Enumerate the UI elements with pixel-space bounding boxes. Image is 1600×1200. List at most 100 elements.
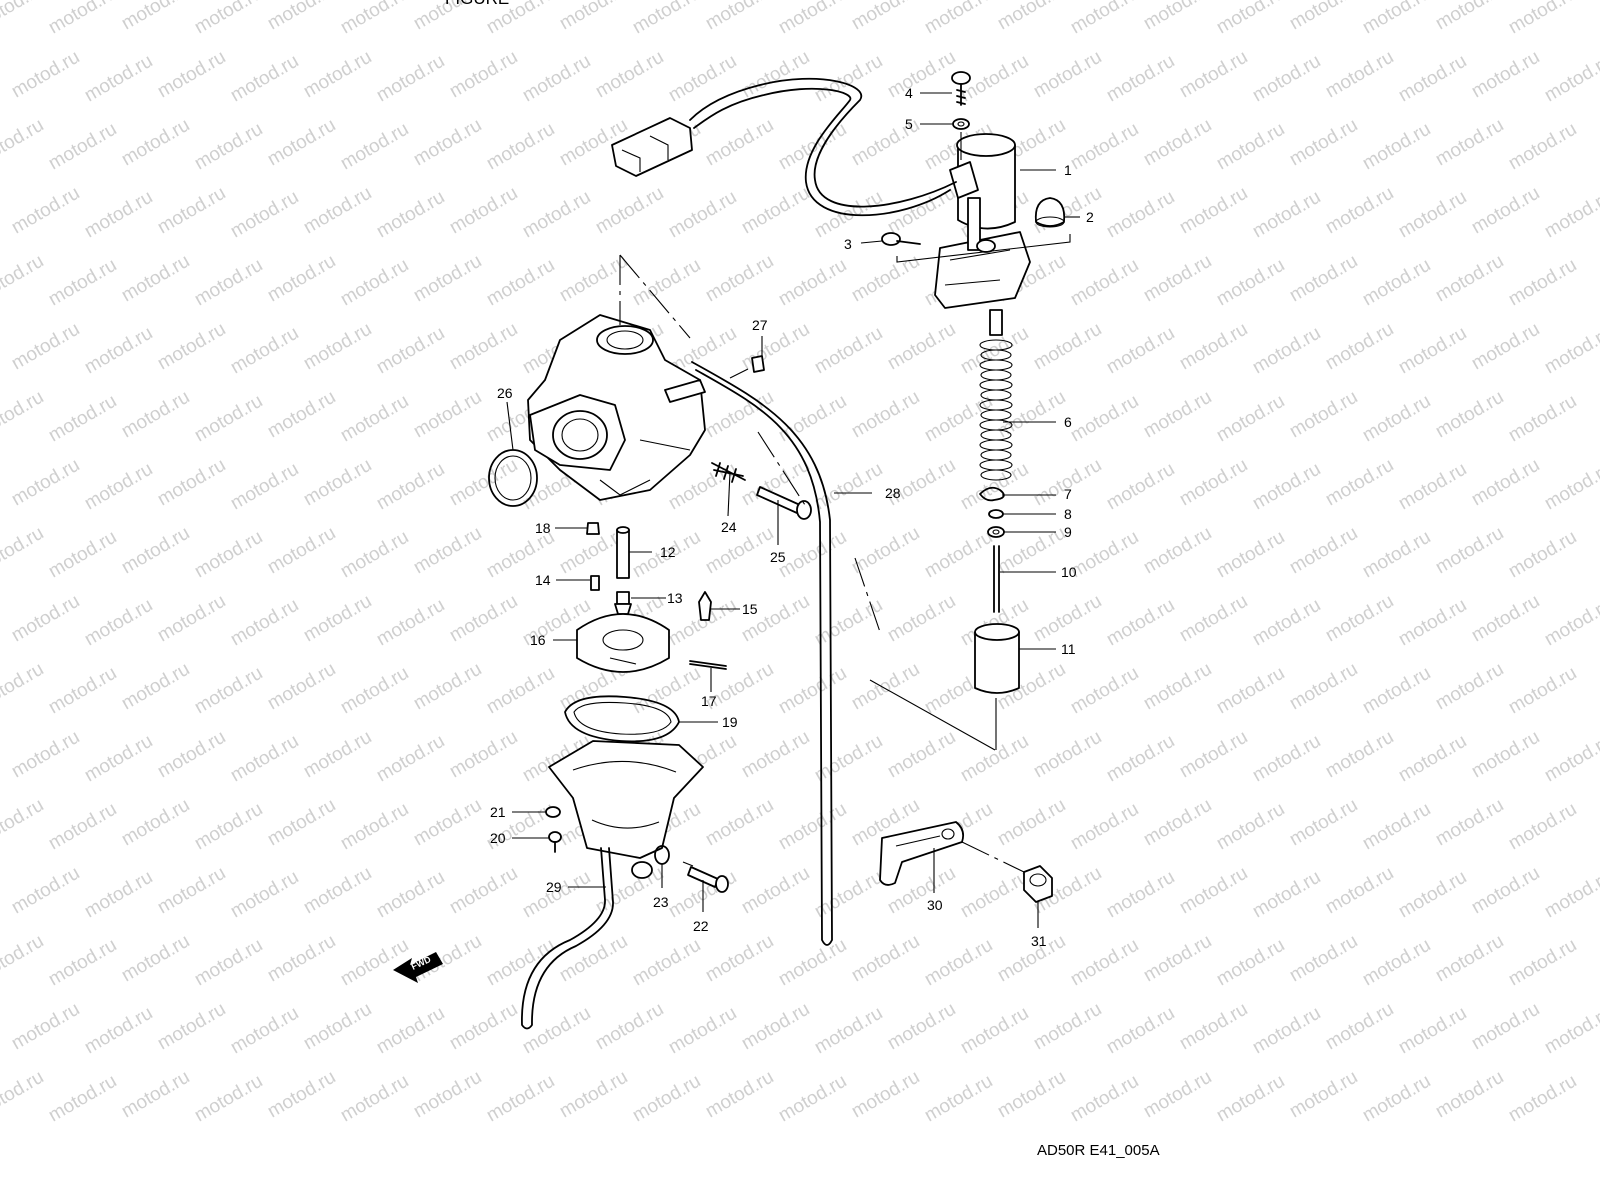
watermark-text: motod.ru xyxy=(592,183,667,239)
watermark-text: motod.ru xyxy=(373,1003,448,1059)
watermark-text: motod.ru xyxy=(1176,183,1251,239)
watermark-text: motod.ru xyxy=(1432,115,1507,171)
plunger-rod xyxy=(989,309,1003,336)
watermark-text: motod.ru xyxy=(1213,663,1288,719)
watermark-text: motod.ru xyxy=(227,187,302,243)
callout-7: 7 xyxy=(1064,486,1072,502)
watermark-text: motod.ru xyxy=(337,663,412,719)
watermark-text: motod.ru xyxy=(227,323,302,379)
watermark-text: motod.ru xyxy=(1286,0,1361,34)
watermark-text: motod.ru xyxy=(1505,1071,1580,1127)
callout-5: 5 xyxy=(905,116,913,132)
watermark-text: motod.ru xyxy=(775,1071,850,1127)
watermark-text: motod.ru xyxy=(519,51,594,107)
spring-coil xyxy=(980,469,1012,481)
watermark-text: motod.ru xyxy=(0,1067,47,1123)
watermark-text: motod.ru xyxy=(81,459,156,515)
watermark-text: motod.ru xyxy=(1395,51,1470,107)
watermark-text: motod.ru xyxy=(1432,659,1507,715)
watermark-text: motod.ru xyxy=(300,999,375,1055)
watermark-text: motod.ru xyxy=(738,727,813,783)
watermark-text: motod.ru xyxy=(1468,455,1543,511)
float-part-16 xyxy=(576,613,670,673)
watermark-text: motod.ru xyxy=(300,455,375,511)
watermark-text: motod.ru xyxy=(884,319,959,375)
watermark-text: motod.ru xyxy=(1505,799,1580,855)
watermark-text: motod.ru xyxy=(1468,999,1543,1055)
callout-13: 13 xyxy=(667,590,683,606)
watermark-text: motod.ru xyxy=(702,931,777,987)
clip-part-7 xyxy=(979,486,1005,502)
watermark-text: motod.ru xyxy=(264,387,339,443)
callout-15: 15 xyxy=(742,601,758,617)
watermark-text: motod.ru xyxy=(446,183,521,239)
watermark-text: motod.ru xyxy=(0,931,47,987)
watermark-text: motod.ru xyxy=(848,387,923,443)
watermark-text: motod.ru xyxy=(1359,935,1434,991)
watermark-text: motod.ru xyxy=(1541,731,1600,787)
watermark-text: motod.ru xyxy=(337,119,412,175)
watermark-text: motod.ru xyxy=(1322,727,1397,783)
watermark-text: motod.ru xyxy=(118,659,193,715)
watermark-text: motod.ru xyxy=(0,251,47,307)
callout-12: 12 xyxy=(660,544,676,560)
watermark-text: motod.ru xyxy=(884,47,959,103)
watermark-text: motod.ru xyxy=(1468,591,1543,647)
watermark-text: motod.ru xyxy=(1322,863,1397,919)
watermark-text: motod.ru xyxy=(1286,387,1361,443)
watermark-text: motod.ru xyxy=(1140,115,1215,171)
watermark-text: motod.ru xyxy=(1067,1071,1142,1127)
watermark-text: motod.ru xyxy=(1249,595,1324,651)
spring-coil xyxy=(979,379,1013,391)
watermark-text: motod.ru xyxy=(410,115,485,171)
watermark-text: motod.ru xyxy=(629,0,704,38)
watermark-text: motod.ru xyxy=(1213,1071,1288,1127)
watermark-text: motod.ru xyxy=(848,659,923,715)
watermark-text: motod.ru xyxy=(1468,183,1543,239)
watermark-text: motod.ru xyxy=(191,663,266,719)
watermark-text: motod.ru xyxy=(191,255,266,311)
watermark-text: motod.ru xyxy=(957,459,1032,515)
watermark-text: motod.ru xyxy=(1505,0,1580,38)
watermark-text: motod.ru xyxy=(1176,319,1251,375)
watermark-layer: motod.rumotod.rumotod.rumotod.rumotod.ru… xyxy=(0,0,1600,1126)
watermark-text: motod.ru xyxy=(118,1067,193,1123)
screw-spring-part-24 xyxy=(711,462,746,483)
watermark-text: motod.ru xyxy=(957,1003,1032,1059)
watermark-text: motod.ru xyxy=(1505,119,1580,175)
watermark-text: motod.ru xyxy=(0,387,47,443)
watermark-text: motod.ru xyxy=(8,591,83,647)
watermark-text: motod.ru xyxy=(8,47,83,103)
watermark-text: motod.ru xyxy=(1286,115,1361,171)
watermark-text: motod.ru xyxy=(1067,391,1142,447)
watermark-text: motod.ru xyxy=(884,455,959,511)
watermark-text: motod.ru xyxy=(994,0,1069,34)
callout-24: 24 xyxy=(721,519,737,535)
watermark-text: motod.ru xyxy=(1213,935,1288,991)
watermark-text: motod.ru xyxy=(45,527,120,583)
watermark-text: motod.ru xyxy=(446,455,521,511)
watermark-text: motod.ru xyxy=(264,931,339,987)
watermark-text: motod.ru xyxy=(154,47,229,103)
float-pin-part-17 xyxy=(689,660,727,670)
float-chamber-bowl xyxy=(548,740,704,879)
watermark-text: motod.ru xyxy=(738,47,813,103)
watermark-text: motod.ru xyxy=(1541,867,1600,923)
watermark-text: motod.ru xyxy=(1286,931,1361,987)
watermark-text: motod.ru xyxy=(1103,1003,1178,1059)
watermark-text: motod.ru xyxy=(410,795,485,851)
washer-part-8 xyxy=(988,509,1004,519)
callout-8: 8 xyxy=(1064,506,1072,522)
callout-20: 20 xyxy=(490,830,506,846)
watermark-text: motod.ru xyxy=(848,251,923,307)
watermark-text: motod.ru xyxy=(1468,319,1543,375)
watermark-text: motod.ru xyxy=(227,459,302,515)
callouts: 1 2 3 4 5 6 7 8 9 10 11 12 13 14 15 16 1… xyxy=(490,85,1094,949)
watermark-text: motod.ru xyxy=(118,115,193,171)
washer-part-21 xyxy=(545,806,561,818)
watermark-text: motod.ru xyxy=(154,999,229,1055)
choke-solenoid-part-1 xyxy=(934,133,1031,309)
watermark-text: motod.ru xyxy=(884,591,959,647)
watermark-text: motod.ru xyxy=(1103,323,1178,379)
